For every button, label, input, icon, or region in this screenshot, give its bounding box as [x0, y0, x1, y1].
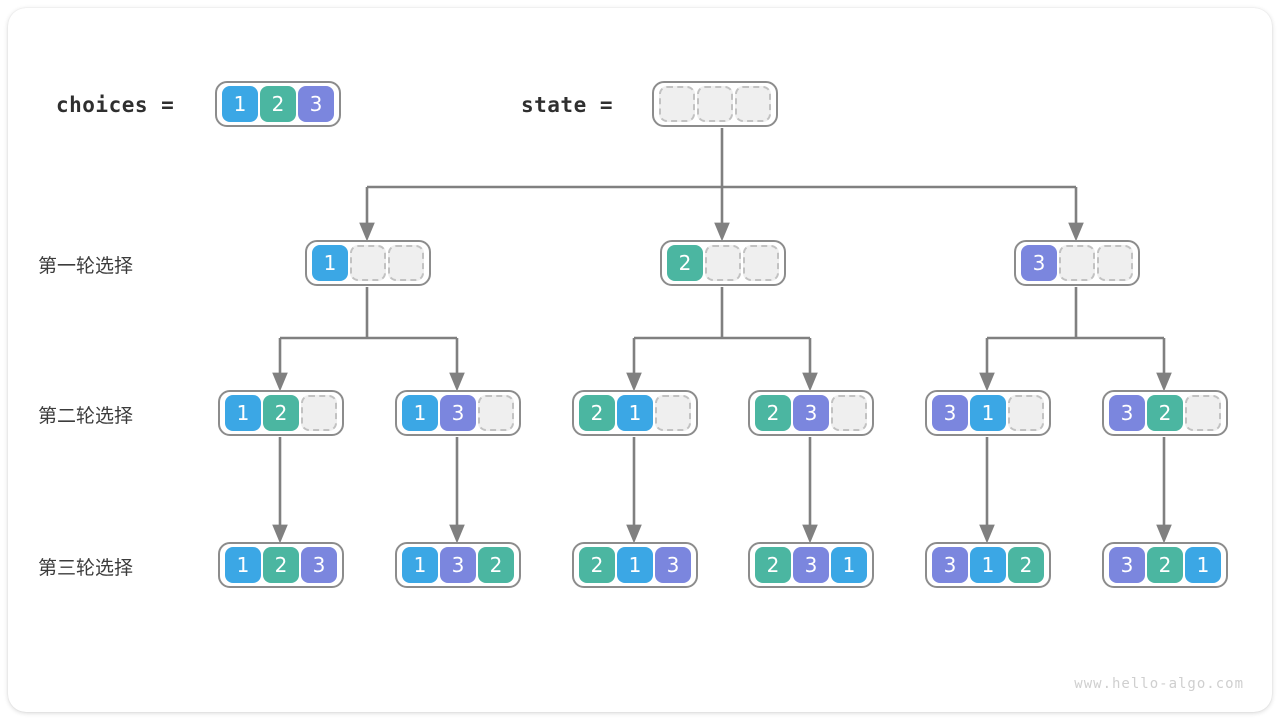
state-cell-1 [697, 86, 733, 122]
node-n311-cell-2: 2 [1008, 547, 1044, 583]
state-cell-0 [659, 86, 695, 122]
tree-node-n1: 1 [305, 240, 431, 286]
node-n31-cell-1: 1 [970, 395, 1006, 431]
tree-node-n2: 2 [660, 240, 786, 286]
choices-cell-1: 2 [260, 86, 296, 122]
watermark: www.hello-algo.com [1074, 676, 1244, 692]
state-cell-2 [735, 86, 771, 122]
node-n31-cell-2 [1008, 395, 1044, 431]
node-n12-cell-2 [478, 395, 514, 431]
node-n3-cell-2 [1097, 245, 1133, 281]
node-n121-cell-0: 1 [402, 547, 438, 583]
node-n32-cell-1: 2 [1147, 395, 1183, 431]
node-n21-cell-0: 2 [579, 395, 615, 431]
node-n32-cell-2 [1185, 395, 1221, 431]
node-n111-cell-0: 1 [225, 547, 261, 583]
node-n211-cell-2: 3 [655, 547, 691, 583]
node-n22-cell-1: 3 [793, 395, 829, 431]
node-n1-cell-0: 1 [312, 245, 348, 281]
node-n321-cell-2: 1 [1185, 547, 1221, 583]
node-n11-cell-1: 2 [263, 395, 299, 431]
choices-label: choices = [56, 93, 175, 117]
node-n111-cell-1: 2 [263, 547, 299, 583]
node-n311-cell-0: 3 [932, 547, 968, 583]
node-n221-cell-1: 3 [793, 547, 829, 583]
node-n321-cell-0: 3 [1109, 547, 1145, 583]
node-n221-cell-2: 1 [831, 547, 867, 583]
node-n3-cell-0: 3 [1021, 245, 1057, 281]
node-n32-cell-0: 3 [1109, 395, 1145, 431]
node-n21-cell-2 [655, 395, 691, 431]
state-array [652, 81, 778, 127]
node-n22-cell-2 [831, 395, 867, 431]
state-label: state = [521, 93, 614, 117]
choices-cell-0: 1 [222, 86, 258, 122]
node-n1-cell-2 [388, 245, 424, 281]
node-n11-cell-0: 1 [225, 395, 261, 431]
node-n211-cell-1: 1 [617, 547, 653, 583]
node-n2-cell-1 [705, 245, 741, 281]
node-n22-cell-0: 2 [755, 395, 791, 431]
node-n3-cell-1 [1059, 245, 1095, 281]
tree-node-n3: 3 [1014, 240, 1140, 286]
node-n2-cell-0: 2 [667, 245, 703, 281]
node-n121-cell-1: 3 [440, 547, 476, 583]
row-label-round-3: 第三轮选择 [38, 557, 134, 579]
row-label-round-2: 第二轮选择 [38, 405, 134, 427]
node-n211-cell-0: 2 [579, 547, 615, 583]
node-n121-cell-2: 2 [478, 547, 514, 583]
diagram-card [8, 8, 1272, 712]
node-n11-cell-2 [301, 395, 337, 431]
node-n12-cell-1: 3 [440, 395, 476, 431]
node-n21-cell-1: 1 [617, 395, 653, 431]
node-n2-cell-2 [743, 245, 779, 281]
node-n311-cell-1: 1 [970, 547, 1006, 583]
node-n111-cell-2: 3 [301, 547, 337, 583]
node-n221-cell-0: 2 [755, 547, 791, 583]
node-n321-cell-1: 2 [1147, 547, 1183, 583]
node-n31-cell-0: 3 [932, 395, 968, 431]
choices-cell-2: 3 [298, 86, 334, 122]
row-label-round-1: 第一轮选择 [38, 255, 134, 277]
node-n12-cell-0: 1 [402, 395, 438, 431]
node-n1-cell-1 [350, 245, 386, 281]
